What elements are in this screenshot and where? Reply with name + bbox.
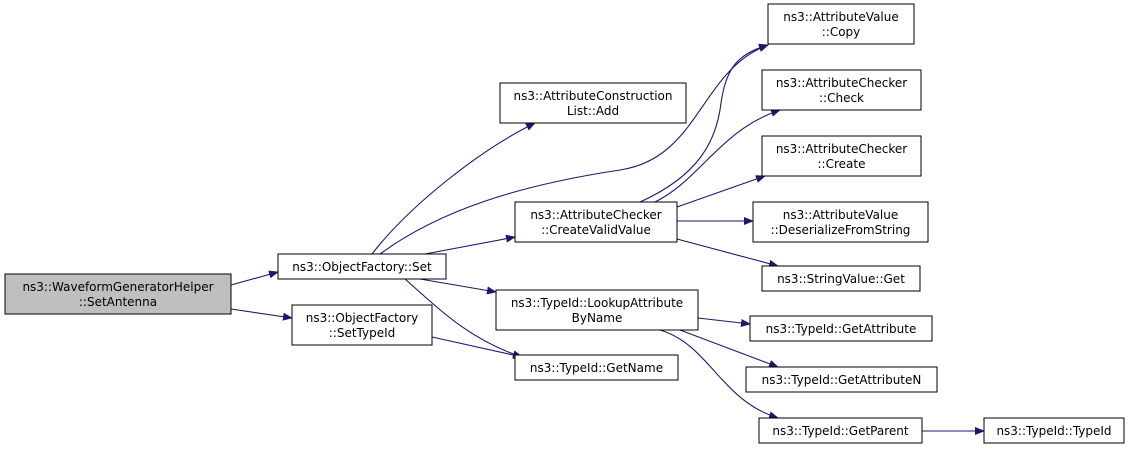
- node-label-line: ns3::TypeId::GetName: [530, 361, 663, 375]
- node-label-line: ns3::TypeId::LookupAttribute: [511, 296, 683, 310]
- node-label-line: ::DeserializeFromString: [771, 223, 911, 237]
- edge-of_set-to-tid_lookup: [419, 278, 497, 295]
- node-label-line: ns3::ObjectFactory: [306, 311, 419, 325]
- node-of_set[interactable]: ns3::ObjectFactory::Set: [277, 253, 447, 280]
- edge-of_set-to-acl_add: [371, 122, 536, 255]
- edge-root-to-of_set: [230, 270, 279, 286]
- node-box: [514, 354, 679, 381]
- node-label-line: ::CreateValidValue: [541, 223, 651, 237]
- node-box: [749, 315, 933, 342]
- edge-tid_lookup-to-tid_getattr: [697, 317, 751, 327]
- node-av_copy[interactable]: ns3::AttributeValue::Copy: [767, 3, 915, 45]
- node-label-line: ns3::AttributeConstruction: [514, 89, 673, 103]
- node-tid_typeid[interactable]: ns3::TypeId::TypeId: [983, 417, 1125, 444]
- node-av_deser[interactable]: ns3::AttributeValue::DeserializeFromStri…: [752, 201, 929, 243]
- edge-root-to-of_settypeid: [230, 308, 293, 321]
- edge-ac_cvv-to-ac_check: [654, 109, 781, 203]
- edge-tid_lookup-to-tid_getparent: [659, 329, 779, 420]
- edge-of_set-to-ac_cvv: [424, 234, 516, 255]
- node-box: [514, 201, 678, 243]
- node-ac_cvv[interactable]: ns3::AttributeChecker::CreateValidValue: [514, 201, 678, 243]
- node-label-line: ns3::TypeId::GetAttributeN: [762, 373, 922, 387]
- node-box: [291, 304, 433, 346]
- edge-of_set-to-av_copy: [379, 44, 769, 255]
- node-label-line: ByName: [572, 311, 623, 325]
- node-box: [761, 69, 922, 111]
- node-box: [767, 3, 915, 45]
- node-ac_create[interactable]: ns3::AttributeChecker::Create: [761, 135, 922, 177]
- edge-ac_cvv-to-ac_create: [676, 175, 766, 208]
- node-box: [495, 289, 699, 331]
- node-box: [761, 265, 921, 292]
- node-box: [499, 82, 687, 124]
- node-box: [752, 201, 929, 243]
- node-label-line: ::SetTypeId: [329, 326, 396, 340]
- node-label-line: ::Create: [818, 157, 866, 171]
- node-label-line: ns3::WaveformGeneratorHelper: [22, 280, 213, 294]
- node-label-line: ::SetAntenna: [79, 295, 157, 309]
- node-of_settypeid[interactable]: ns3::ObjectFactory::SetTypeId: [291, 304, 433, 346]
- node-label-line: ns3::TypeId::TypeId: [996, 424, 1111, 438]
- node-ac_check[interactable]: ns3::AttributeChecker::Check: [761, 69, 922, 111]
- node-box: [758, 417, 923, 444]
- node-label-line: ns3::TypeId::GetAttribute: [766, 322, 917, 336]
- node-label-line: ns3::AttributeChecker: [530, 208, 661, 222]
- node-box: [277, 253, 447, 280]
- node-label-line: ns3::AttributeValue: [783, 208, 899, 222]
- node-label-line: List::Add: [567, 104, 619, 118]
- node-box: [983, 417, 1125, 444]
- node-tid_getattrn[interactable]: ns3::TypeId::GetAttributeN: [745, 366, 938, 393]
- node-box: [761, 135, 922, 177]
- node-label-line: ::Check: [819, 91, 864, 105]
- node-label-line: ns3::TypeId::GetParent: [772, 424, 908, 438]
- edge-ac_cvv-to-av_copy: [639, 43, 769, 203]
- node-label-line: ns3::AttributeChecker: [776, 142, 907, 156]
- node-box: [4, 273, 232, 315]
- node-tid_getattr[interactable]: ns3::TypeId::GetAttribute: [749, 315, 933, 342]
- node-label-line: ns3::AttributeValue: [783, 10, 899, 24]
- edge-of_settypeid-to-tid_getname: [431, 336, 523, 359]
- node-label-line: ::Copy: [822, 25, 861, 39]
- node-label-line: ns3::ObjectFactory::Set: [292, 260, 432, 274]
- node-root[interactable]: ns3::WaveformGeneratorHelper::SetAntenna: [4, 273, 232, 315]
- node-label-line: ns3::AttributeChecker: [776, 76, 907, 90]
- node-box: [745, 366, 938, 393]
- edges-layer: [230, 43, 985, 435]
- node-tid_getname[interactable]: ns3::TypeId::GetName: [514, 354, 679, 381]
- nodes-layer: ns3::WaveformGeneratorHelper::SetAntenna…: [4, 3, 1125, 444]
- edge-ac_cvv-to-sv_get: [676, 238, 779, 268]
- node-tid_getparent[interactable]: ns3::TypeId::GetParent: [758, 417, 923, 444]
- edge-tid_lookup-to-tid_getattrn: [679, 329, 779, 368]
- node-label-line: ns3::StringValue::Get: [777, 272, 905, 286]
- edge-of_set-to-tid_getname: [404, 278, 523, 359]
- node-sv_get[interactable]: ns3::StringValue::Get: [761, 265, 921, 292]
